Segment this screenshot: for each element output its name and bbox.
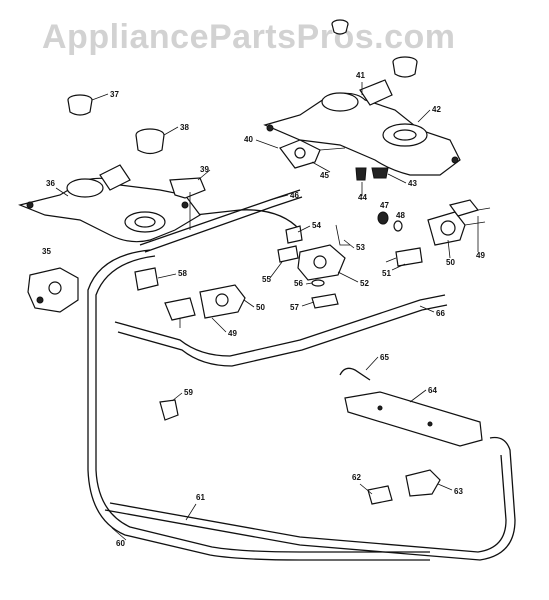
valve-right-49	[448, 199, 491, 217]
callout-50-left: 50	[256, 303, 265, 312]
callout-65: 65	[380, 353, 389, 362]
callout-51: 51	[382, 269, 391, 278]
burner-base-left	[18, 164, 201, 243]
callout-43: 43	[408, 179, 417, 188]
fitting-62	[367, 485, 393, 505]
callout-59: 59	[184, 388, 193, 397]
valve-right-50	[427, 211, 486, 246]
callout-64: 64	[428, 386, 437, 395]
clip-58	[134, 267, 159, 291]
burner-cap-37	[67, 94, 93, 116]
valve-40-45	[279, 139, 346, 169]
burner-cap-top	[331, 19, 349, 35]
bracket-53	[335, 224, 350, 246]
fitting-55	[277, 245, 299, 263]
callout-66: 66	[436, 309, 445, 318]
callout-44: 44	[358, 193, 367, 202]
callout-47: 47	[380, 201, 389, 210]
callout-46: 46	[290, 191, 299, 200]
callout-55: 55	[262, 275, 271, 284]
orifice-48	[393, 220, 403, 232]
callout-37: 37	[110, 90, 119, 99]
callout-61: 61	[196, 493, 205, 502]
valve-left-50	[199, 284, 246, 319]
washer-56	[311, 279, 325, 287]
fitting-63	[405, 469, 441, 497]
burner-cap-38	[135, 128, 165, 155]
fitting-43	[371, 167, 389, 179]
callout-58: 58	[178, 269, 187, 278]
callout-50-right: 50	[446, 258, 455, 267]
callout-42: 42	[432, 105, 441, 114]
valve-center-52	[297, 244, 346, 281]
callout-56: 56	[294, 279, 303, 288]
callout-38: 38	[180, 123, 189, 132]
clip-59	[159, 399, 179, 421]
burner-base-right	[263, 79, 461, 176]
callout-40: 40	[244, 135, 253, 144]
callout-49-left: 49	[228, 329, 237, 338]
burner-cap-41	[392, 56, 418, 78]
valve-51	[385, 247, 423, 267]
orifice-47	[377, 211, 389, 225]
callout-57: 57	[290, 303, 299, 312]
regulator-35	[27, 267, 79, 313]
callout-41: 41	[356, 71, 365, 80]
bracket-64	[344, 391, 483, 447]
bracket-57	[311, 293, 339, 309]
callout-62: 62	[352, 473, 361, 482]
callout-39: 39	[200, 165, 209, 174]
callout-48: 48	[396, 211, 405, 220]
fitting-54	[285, 225, 303, 244]
callout-54: 54	[312, 221, 321, 230]
callout-35: 35	[42, 247, 51, 256]
callout-labels: 37 38 41 42 40 45 43 44 39 36 46 47 48 5…	[42, 71, 485, 548]
fitting-44	[355, 167, 367, 181]
callout-63: 63	[454, 487, 463, 496]
callout-53: 53	[356, 243, 365, 252]
callout-45: 45	[320, 171, 329, 180]
pilot-bracket-39	[169, 177, 206, 230]
leader-lines	[55, 82, 479, 541]
hook-65	[339, 367, 371, 381]
gas-tubing	[87, 189, 516, 561]
callout-52: 52	[360, 279, 369, 288]
callout-36: 36	[46, 179, 55, 188]
callout-60: 60	[116, 539, 125, 548]
valve-left-49	[164, 297, 196, 328]
callout-49-right: 49	[476, 251, 485, 260]
